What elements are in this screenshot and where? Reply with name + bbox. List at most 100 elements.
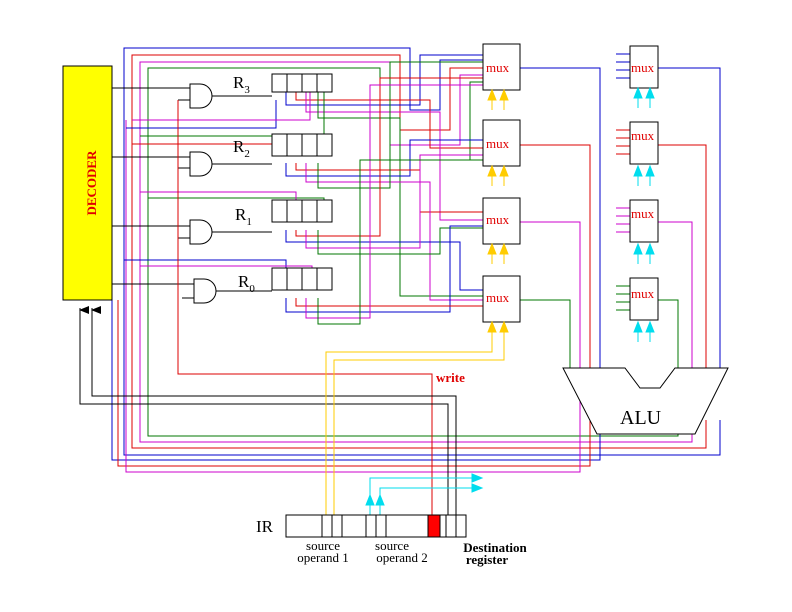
wire-in-r1-green — [148, 197, 325, 200]
wire-r3-blue — [285, 54, 483, 106]
ir-dest-bit-1 — [445, 514, 457, 538]
left-mux-select-arrows — [487, 88, 509, 342]
bus-blue-loop-2 — [111, 290, 601, 461]
mux-left-3 — [482, 197, 521, 245]
mux-right-4-label: mux — [631, 286, 655, 301]
src1-wire-a — [325, 335, 493, 515]
decoder-block: DECODER — [62, 65, 113, 301]
select-arrow-mux-left-4 — [487, 320, 509, 342]
decoder-box — [62, 65, 113, 301]
alu-block: ALU — [562, 367, 729, 435]
register-label-r1: R1 — [235, 205, 252, 228]
src2-arrow-up-2 — [375, 493, 385, 506]
select-arrow-mux-right-3 — [633, 242, 655, 264]
mux-right-1-label: mux — [631, 60, 655, 75]
wire-mux3-out — [520, 221, 581, 368]
mux-left-2 — [482, 119, 521, 167]
register-r2 — [271, 133, 333, 157]
register-r3 — [271, 73, 333, 93]
register-label-r2: R2 — [233, 137, 250, 160]
and-gate-r3 — [189, 83, 213, 109]
wire-r3-magenta — [305, 92, 483, 221]
mux-left-4-label: mux — [486, 290, 510, 305]
source2-caption-line1: source — [375, 538, 409, 553]
wire-r1-blue — [285, 230, 483, 291]
right-mux-select-arrows — [633, 86, 655, 342]
ir-dest-bit-2 — [455, 514, 467, 538]
ir-label: IR — [256, 517, 274, 536]
wire-rmux4-out — [658, 299, 679, 368]
select-arrow-mux-left-3 — [487, 242, 509, 264]
bus-magenta-loop-2 — [125, 120, 581, 473]
select-arrow-mux-right-1 — [633, 86, 655, 108]
write-wire — [177, 100, 433, 515]
dest-wire-1 — [79, 308, 449, 515]
mux-left-1 — [482, 43, 521, 91]
dest-caption-line1: Destination — [463, 540, 527, 555]
wire-r1-red — [295, 77, 483, 237]
and-gate-r2 — [189, 151, 213, 177]
and-gate-r1 — [189, 219, 213, 245]
registers — [271, 73, 333, 291]
right-muxes: mux mux mux mux — [629, 45, 659, 321]
source1-caption-line2: operand 1 — [297, 550, 349, 565]
register-r1 — [271, 199, 333, 223]
wire-r0-magenta — [305, 84, 483, 319]
wire-in-r3-blue — [126, 100, 277, 129]
src2-arrow-right-1 — [471, 473, 484, 483]
mux-right-4 — [629, 277, 659, 321]
dest-wire-2 — [91, 308, 457, 515]
wire-mux4-out — [520, 299, 571, 368]
select-arrow-mux-right-4 — [633, 320, 655, 342]
ir-src2-bit-2 — [375, 514, 387, 538]
alu-label: ALU — [620, 407, 662, 429]
write-label: write — [436, 370, 465, 385]
instruction-register: IR source operand 1 source operand 2 Des… — [256, 514, 528, 567]
wire-rmux1-out — [658, 67, 721, 368]
select-arrow-mux-left-2 — [487, 164, 509, 186]
bus-wires — [79, 47, 721, 515]
select-arrow-mux-left-1 — [487, 88, 509, 110]
dest-caption-line2: register — [466, 552, 509, 567]
register-label-r3: R3 — [233, 73, 250, 96]
wire-r2-green — [317, 61, 483, 189]
wire-r0-blue — [285, 225, 483, 313]
mux-right-1 — [629, 45, 659, 89]
ir-src1-bit-2 — [331, 514, 343, 538]
wire-rmux3-out — [658, 221, 693, 368]
left-muxes: mux mux mux mux — [482, 43, 521, 323]
select-arrow-mux-right-2 — [633, 164, 655, 186]
rmux-input-stubs — [616, 53, 630, 311]
src2-arrow-right-2 — [471, 483, 484, 493]
wire-r2-magenta — [305, 163, 483, 301]
wire-r0-red — [295, 298, 483, 307]
bus-green-loop — [147, 67, 679, 437]
mux-right-3-label: mux — [631, 206, 655, 221]
mux-left-1-label: mux — [486, 60, 510, 75]
register-labels: R3 R2 R1 R0 — [233, 73, 255, 295]
register-label-r0: R0 — [238, 272, 255, 295]
src2-wire-b — [379, 487, 472, 515]
mux-right-2 — [629, 121, 659, 165]
bus-red-loop-2 — [117, 300, 591, 467]
bus-red-loop — [131, 54, 707, 449]
ir-write-bit — [427, 514, 441, 538]
wire-r1-green — [317, 227, 483, 255]
mux-left-4 — [482, 275, 521, 323]
register-r0 — [271, 267, 333, 291]
wire-r3-red — [295, 92, 483, 149]
ir-src2-bit-1 — [365, 514, 377, 538]
source1-caption-line1: source — [306, 538, 340, 553]
mux-right-2-label: mux — [631, 128, 655, 143]
bus-blue-loop — [123, 47, 721, 456]
mux-right-3 — [629, 199, 659, 243]
alu-shape — [562, 367, 729, 435]
src2-wire-a — [369, 477, 472, 515]
src2-arrows — [365, 473, 484, 506]
source2-caption-line2: operand 2 — [376, 550, 428, 565]
ir-src1-bit-1 — [321, 514, 333, 538]
wire-mux2-out — [520, 144, 591, 368]
src1-wire-b — [333, 335, 505, 515]
